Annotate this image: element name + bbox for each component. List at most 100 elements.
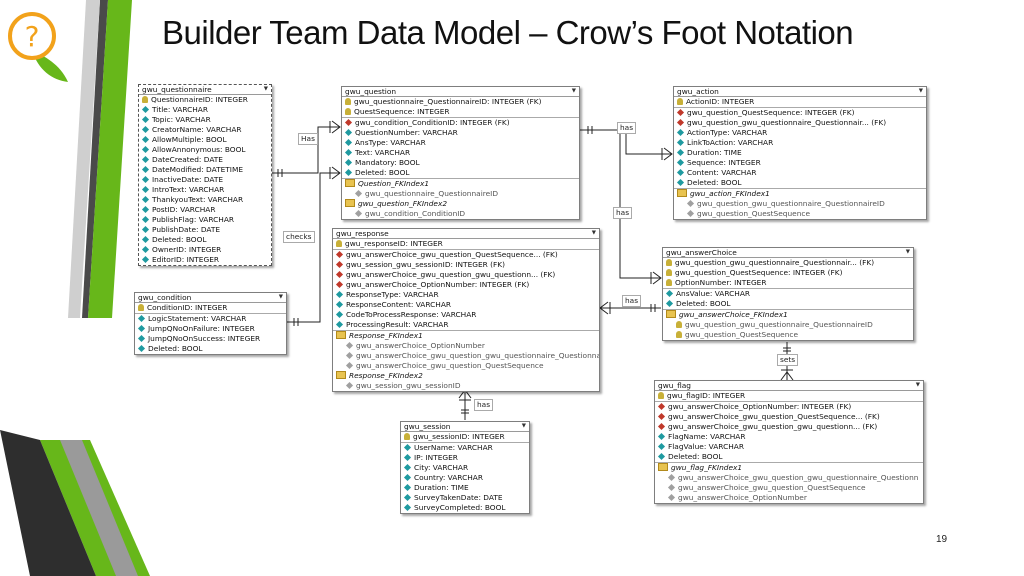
column-row: QuestionnaireID: INTEGER [139,95,271,105]
column-row: UserName: VARCHAR [401,442,529,453]
column-label: Response_FKIndex2 [349,371,423,380]
column-icon [344,158,353,167]
primary-key-icon [658,392,664,399]
column-row: AllowAnnonymous: BOOL [139,145,271,155]
column-label: Deleted: BOOL [152,235,207,244]
column-label: Country: VARCHAR [414,473,483,482]
column-row: gwu_session_gwu_sessionID: INTEGER (FK) [333,260,599,270]
column-row: Text: VARCHAR [342,148,579,158]
column-icon [141,145,150,154]
column-row: JumpQNoOnFailure: INTEGER [135,324,286,334]
column-label: gwu_question_FKIndex2 [358,199,448,208]
question-mark-leaf-icon: ? [8,12,68,82]
column-icon [137,344,146,353]
column-row: AllowMultiple: BOOL [139,135,271,145]
column-row: Deleted: BOOL [342,168,579,178]
index-row: gwu_action_FKIndex1 [674,188,926,199]
dropdown-arrow-icon[interactable]: ▼ [918,88,923,94]
column-row: gwu_flagID: INTEGER [655,391,923,401]
table-header[interactable]: gwu_questionnaire▼ [139,85,271,95]
index-row: Response_FKIndex2 [333,371,599,381]
column-icon [141,195,150,204]
column-icon [676,168,685,177]
column-row: ProcessingResult: VARCHAR [333,320,599,330]
dropdown-arrow-icon[interactable]: ▼ [905,249,910,255]
column-label: DateCreated: DATE [152,155,223,164]
column-row: gwu_question_QuestSequence [663,330,913,340]
column-label: gwu_session_gwu_sessionID [356,381,461,390]
column-label: Deleted: BOOL [148,344,203,353]
table-gwu-question[interactable]: gwu_question▼gwu_questionnaire_Questionn… [341,86,580,220]
dropdown-arrow-icon[interactable]: ▼ [263,86,268,92]
table-header[interactable]: gwu_question▼ [342,87,579,97]
column-icon [344,148,353,157]
relationship-label-checks: checks [283,231,315,243]
column-row: Deleted: BOOL [674,178,926,188]
foreign-key-icon [657,402,666,411]
foreign-key-icon [335,250,344,259]
column-row: gwu_answerChoice_OptionNumber: INTEGER (… [655,401,923,412]
column-label: OptionNumber: INTEGER [675,278,767,287]
table-header[interactable]: gwu_answerChoice▼ [663,248,913,258]
column-row: IntroText: VARCHAR [139,185,271,195]
table-name: gwu_response [336,229,389,238]
dropdown-arrow-icon[interactable]: ▼ [591,230,596,236]
column-label: gwu_question_QuestSequence [697,209,810,218]
index-column-icon [686,199,695,208]
column-label: LinkToAction: VARCHAR [687,138,774,147]
column-row: OwnerID: INTEGER [139,245,271,255]
dropdown-arrow-icon[interactable]: ▼ [915,382,920,388]
column-label: Text: VARCHAR [355,148,411,157]
column-label: gwu_question_gwu_questionnaire_Questionn… [675,258,875,267]
index-row: Response_FKIndex1 [333,330,599,341]
column-label: QuestSequence: INTEGER [354,107,450,116]
primary-key-icon [676,321,682,328]
primary-key-icon [345,108,351,115]
column-label: Deleted: BOOL [355,168,410,177]
column-label: gwu_flagID: INTEGER [667,391,746,400]
column-label: PublishDate: DATE [152,225,221,234]
column-row: gwu_condition_ConditionID: INTEGER (FK) [342,117,579,128]
column-icon [141,135,150,144]
column-row: gwu_answerChoice_gwu_question_gwu_questi… [333,351,599,361]
table-header[interactable]: gwu_flag ▼ [655,381,923,391]
column-row: gwu_question_QuestSequence: INTEGER (FK) [674,107,926,118]
column-row: ActionType: VARCHAR [674,128,926,138]
column-row: City: VARCHAR [401,463,529,473]
column-row: gwu_answerChoice_gwu_question_QuestSeque… [333,361,599,371]
column-label: Question_FKIndex1 [358,179,430,188]
column-icon [403,503,412,512]
table-gwu-questionnaire[interactable]: gwu_questionnaire▼QuestionnaireID: INTEG… [138,84,272,266]
table-header[interactable]: gwu_session ▼ [401,422,529,432]
column-label: Content: VARCHAR [687,168,757,177]
column-row: DateCreated: DATE [139,155,271,165]
column-label: gwu_answerChoice_OptionNumber [356,341,485,350]
dropdown-arrow-icon[interactable]: ▼ [278,294,283,300]
column-row: JumpQNoOnSuccess: INTEGER [135,334,286,344]
table-name: gwu_flag [658,381,691,390]
column-icon [403,463,412,472]
column-label: gwu_condition_ConditionID: INTEGER (FK) [355,118,510,127]
table-header[interactable]: gwu_response ▼ [333,229,599,239]
dropdown-arrow-icon[interactable]: ▼ [521,423,526,429]
column-icon [665,299,674,308]
column-label: Response_FKIndex1 [349,331,423,340]
table-gwu-answerchoice[interactable]: gwu_answerChoice▼gwu_question_gwu_questi… [662,247,914,341]
column-label: ConditionID: INTEGER [147,303,228,312]
column-label: QuestionnaireID: INTEGER [151,95,248,104]
column-row: gwu_answerChoice_gwu_question_QuestSeque… [655,412,923,422]
column-row: gwu_answerChoice_gwu_question_gwu_questi… [655,422,923,432]
dropdown-arrow-icon[interactable]: ▼ [571,88,576,94]
table-header[interactable]: gwu_action▼ [674,87,926,97]
table-header[interactable]: gwu_condition▼ [135,293,286,303]
column-label: gwu_answerChoice_OptionNumber: INTEGER (… [346,280,530,289]
column-label: gwu_sessionID: INTEGER [413,432,505,441]
index-column-icon [354,189,363,198]
table-name: gwu_session [404,422,451,431]
